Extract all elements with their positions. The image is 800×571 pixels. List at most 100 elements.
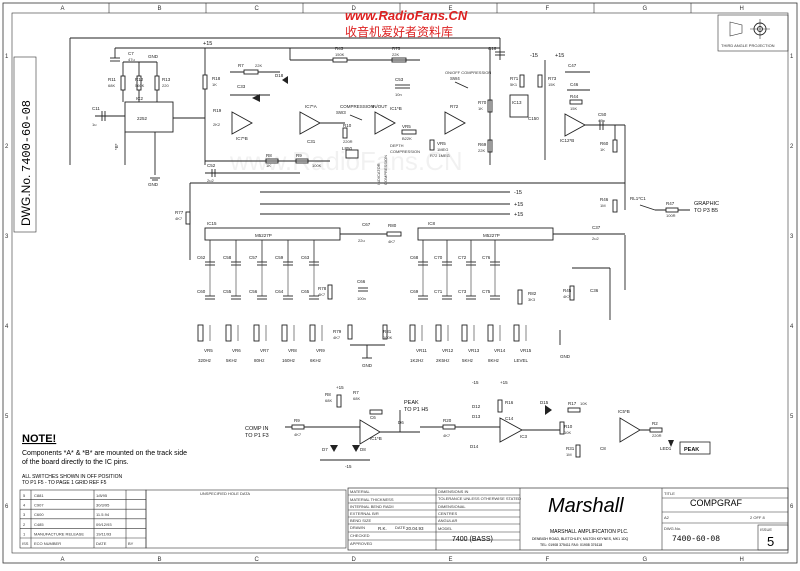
svg-text:4K7: 4K7 xyxy=(443,433,451,438)
pot-freq: 8KHz xyxy=(488,358,500,363)
svg-text:R72: R72 xyxy=(450,104,459,109)
svg-text:EXTERNAL B/R: EXTERNAL B/R xyxy=(350,511,379,516)
svg-text:C8: C8 xyxy=(600,446,606,451)
pot-freq: 80Hz xyxy=(254,358,265,363)
svg-text:DRAWN: DRAWN xyxy=(350,525,365,530)
svg-text:68K: 68K xyxy=(325,398,332,403)
svg-text:D8: D8 xyxy=(360,447,366,452)
cap-label: C70 xyxy=(434,255,443,260)
svg-text:1u: 1u xyxy=(92,122,96,127)
svg-text:+15: +15 xyxy=(514,202,523,208)
svg-text:R18: R18 xyxy=(212,76,221,81)
svg-text:INTERNAL BEND RADII: INTERNAL BEND RADII xyxy=(350,504,394,509)
svg-text:4K7: 4K7 xyxy=(388,239,396,244)
svg-text:D14: D14 xyxy=(470,444,479,449)
svg-text:A2: A2 xyxy=(664,515,670,520)
cap-label: C69 xyxy=(410,289,419,294)
svg-text:220R: 220R xyxy=(343,139,353,144)
svg-text:2252: 2252 xyxy=(137,116,148,121)
svg-text:C53: C53 xyxy=(395,77,404,82)
svg-text:C7: C7 xyxy=(128,51,134,56)
svg-text:220: 220 xyxy=(162,83,169,88)
svg-text:+15: +15 xyxy=(203,41,212,47)
svg-text:R7: R7 xyxy=(238,63,244,68)
svg-text:1K: 1K xyxy=(212,82,217,87)
svg-text:TO P1 F5 - TO PAGE 1 GRID REF: TO P1 F5 - TO PAGE 1 GRID REF F5 xyxy=(22,480,107,486)
bottom-right-circuit: -15 +15 R20 4K7 D12 D13 D14 R16 C14 IC3 … xyxy=(420,380,711,458)
svg-text:MATERIAL: MATERIAL xyxy=(350,489,370,494)
svg-text:5: 5 xyxy=(767,534,774,549)
pot-freq: 5KHz xyxy=(462,358,474,363)
svg-text:+15: +15 xyxy=(500,380,508,385)
svg-text:PEAK: PEAK xyxy=(404,400,419,406)
svg-text:10n: 10n xyxy=(395,92,402,97)
svg-text:ISSUE: ISSUE xyxy=(760,527,772,532)
svg-text:C31: C31 xyxy=(307,139,316,144)
svg-text:+15: +15 xyxy=(514,212,523,218)
svg-text:CHECKED: CHECKED xyxy=(350,533,370,538)
side-dwg-no: DWG.No. 7400-60-08 xyxy=(13,56,37,233)
grid-col-label: B xyxy=(158,557,162,563)
grid-row-label: 6 xyxy=(5,504,9,510)
svg-text:GND: GND xyxy=(148,182,159,187)
svg-text:R45: R45 xyxy=(563,288,572,293)
rev-date: 30/3/95 xyxy=(96,503,110,508)
rev-date: 11.5.94 xyxy=(96,512,110,517)
svg-text:R10: R10 xyxy=(564,424,573,429)
grid-row-label: 3 xyxy=(790,234,794,240)
svg-text:R77: R77 xyxy=(175,210,184,215)
cap-label: C75 xyxy=(482,289,491,294)
svg-text:R75: R75 xyxy=(392,46,401,51)
grid-col-label: E xyxy=(449,6,453,12)
svg-text:C150: C150 xyxy=(528,116,539,121)
svg-text:GND: GND xyxy=(362,363,373,368)
rev-date: 09/12/93 xyxy=(96,522,112,527)
grid-col-label: G xyxy=(643,557,648,563)
svg-text:22u: 22u xyxy=(358,238,365,243)
svg-text:C47: C47 xyxy=(568,63,577,68)
svg-text:150K: 150K xyxy=(335,52,345,57)
svg-text:IC7*B: IC7*B xyxy=(236,136,248,141)
svg-text:TITLE: TITLE xyxy=(664,491,675,496)
rev-date: 1/8/95 xyxy=(96,493,108,498)
svg-text:2 OFF 8: 2 OFF 8 xyxy=(750,515,765,520)
title-block: MATERIAL MATERIAL THICKNESS INTERNAL BEN… xyxy=(347,487,789,551)
svg-text:100K: 100K xyxy=(383,335,393,340)
grid-col-label: D xyxy=(352,557,357,563)
pot-ref: VR5 xyxy=(204,348,213,353)
svg-text:UNSPECIFIED HOLE DATA: UNSPECIFIED HOLE DATA xyxy=(200,491,250,496)
svg-text:of the board directly to the I: of the board directly to the IC pins. xyxy=(22,459,129,466)
svg-text:C52: C52 xyxy=(207,163,216,168)
rev-iss: 4 xyxy=(23,503,26,508)
svg-text:R70: R70 xyxy=(478,100,487,105)
cap-label: C71 xyxy=(434,289,443,294)
svg-text:RL1*C1: RL1*C1 xyxy=(630,196,646,201)
rev-header: ECO NUMBER xyxy=(34,541,61,546)
svg-text:TO P1 F3: TO P1 F3 xyxy=(245,433,269,439)
svg-text:*B*: *B* xyxy=(114,143,119,150)
svg-text:MODEL: MODEL xyxy=(438,526,453,531)
svg-text:GRAPHIC: GRAPHIC xyxy=(694,201,719,207)
svg-text:Marshall: Marshall xyxy=(548,495,624,517)
pot-freq: 320Hz xyxy=(198,358,212,363)
svg-text:100K: 100K xyxy=(312,163,322,168)
svg-text:68K: 68K xyxy=(108,83,115,88)
svg-text:DWG.No.: DWG.No. xyxy=(664,526,681,531)
grid-col-label: C xyxy=(255,6,260,12)
cap-label: C55 xyxy=(223,289,232,294)
svg-text:D13: D13 xyxy=(472,414,481,419)
rev-header: BY xyxy=(128,541,134,546)
svg-text:R72 1MEG: R72 1MEG xyxy=(430,153,450,158)
svg-text:SW4: SW4 xyxy=(450,76,460,81)
svg-text:R46: R46 xyxy=(600,197,609,202)
note-block: NOTE! Components *A* & *B* are mounted o… xyxy=(22,433,187,486)
svg-text:22K: 22K xyxy=(478,148,485,153)
svg-text:C16: C16 xyxy=(488,46,497,51)
pot-ref: VR6 xyxy=(232,348,241,353)
svg-text:R17: R17 xyxy=(568,401,577,406)
svg-text:IC8: IC8 xyxy=(428,221,436,226)
svg-text:R9: R9 xyxy=(294,418,300,423)
